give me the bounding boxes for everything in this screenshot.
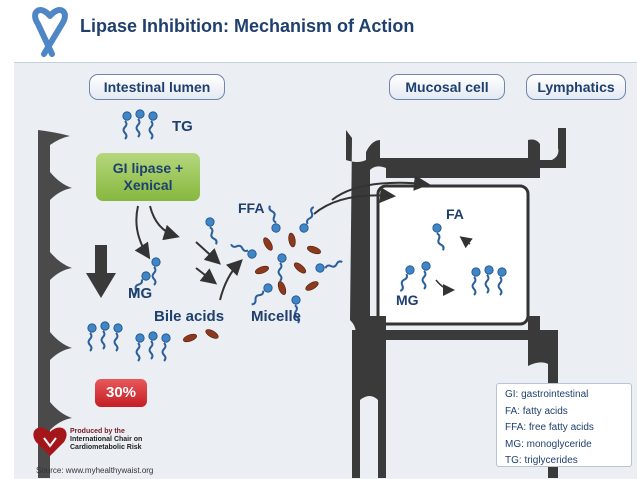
arrow-micelle-to-cell-2: [331, 174, 430, 201]
label-micelle: Micelle: [251, 308, 302, 325]
heart-logo-icon: [33, 427, 67, 456]
label-fa: FA: [446, 206, 464, 222]
micelle: [227, 203, 345, 325]
region-tag-lymphatics: Lymphatics: [526, 74, 626, 100]
source-citation: Source: www.myhealthywaist.org: [36, 466, 154, 475]
reduction-arrow-icon: [86, 245, 116, 298]
arrow-ffa-to-micelle: [195, 241, 221, 265]
producer-line1: Produced by the: [70, 428, 125, 435]
region-tag-mucosal-cell: Mucosal cell: [389, 74, 505, 100]
label-tg: TG: [172, 118, 193, 135]
enzyme-box-line2: Xenical: [123, 177, 173, 193]
reduction-badge: 30%: [95, 379, 147, 407]
producer-credit: Produced by the International Chair on C…: [70, 428, 142, 452]
legend-item: MG: monoglyceride: [505, 438, 592, 450]
tg-molecule-top: [121, 108, 159, 140]
label-mg-cell: MG: [396, 292, 419, 308]
arrow-micelle-to-cell-1: [313, 187, 396, 215]
enzyme-box: GI lipase + Xenical: [96, 153, 200, 201]
intestinal-villi: [38, 130, 72, 478]
arrow-in-cell-1: [459, 236, 473, 249]
legend-item: GI: gastrointestinal: [505, 389, 589, 400]
mucosal-cell-wall: [346, 128, 566, 478]
producer-line3: Cardiometabolic Risk: [70, 444, 142, 451]
arrow-to-mg: [134, 205, 151, 260]
legend-item: TG: triglycerides: [505, 455, 578, 466]
label-mg-lumen: MG: [128, 285, 153, 302]
awareness-ribbon-icon: [32, 7, 68, 57]
abbreviations-legend: GI: gastrointestinal FA: fatty acids FFA…: [496, 383, 632, 467]
region-tag-intestinal-lumen: Intestinal lumen: [89, 74, 225, 100]
page-title: Lipase Inhibition: Mechanism of Action: [80, 16, 415, 36]
producer-line2: International Chair on: [70, 436, 143, 443]
bile-acids: [182, 327, 220, 344]
legend-item: FA: fatty acids: [505, 405, 568, 417]
enzyme-box-line1: GI lipase +: [112, 160, 184, 176]
legend-item: FFA: free fatty acids: [505, 422, 594, 433]
tg-molecules-bottom: [86, 320, 172, 362]
label-ffa: FFA: [238, 200, 265, 216]
arrow-bile-to-micelle: [219, 259, 243, 301]
arrow-in-cell-2: [435, 279, 455, 296]
ffa-molecule: [203, 215, 223, 247]
arrow-to-ffa: [149, 205, 180, 241]
arrow-mg-to-micelle: [195, 267, 218, 285]
label-bile-acids: Bile acids: [154, 308, 225, 325]
